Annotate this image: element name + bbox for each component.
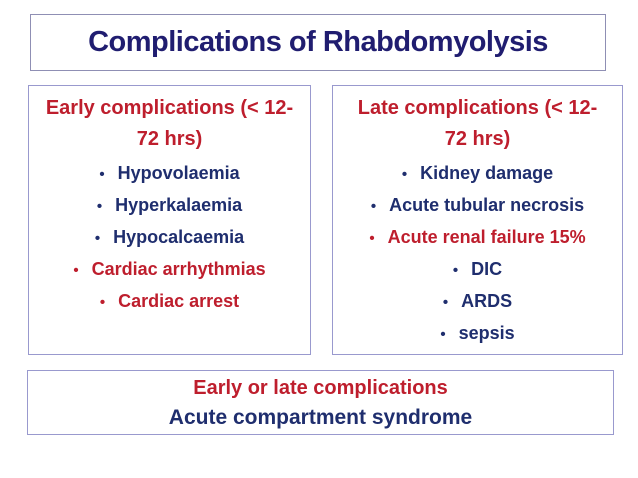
- list-item-label: Kidney damage: [420, 163, 554, 183]
- early-complications-list: • Hypovolaemia • Hyperkalaemia • Hypocal…: [29, 158, 310, 318]
- list-item: • sepsis: [333, 318, 622, 350]
- list-item: • DIC: [333, 254, 622, 286]
- early-complications-box: Early complications (< 12- 72 hrs) • Hyp…: [28, 85, 311, 355]
- list-item: • Hyperkalaemia: [29, 190, 310, 222]
- bottom-box-subheading: Acute compartment syndrome: [168, 405, 473, 429]
- bullet-icon: •: [369, 230, 375, 247]
- heading-line: Late complications (< 12-: [357, 97, 598, 119]
- slide-title: Complications of Rhabdomyolysis: [88, 26, 548, 58]
- list-item-label: Acute tubular necrosis: [389, 195, 585, 215]
- list-item-label: Acute renal failure 15%: [387, 227, 586, 247]
- list-item-label: Hypocalcaemia: [113, 227, 245, 247]
- bullet-icon: •: [99, 294, 106, 311]
- late-complications-box: Late complications (< 12- 72 hrs) • Kidn…: [332, 85, 623, 355]
- bullet-icon: •: [94, 230, 101, 247]
- list-item-label: Cardiac arrhythmias: [91, 259, 266, 279]
- early-or-late-complications-box: Early or late complications Acute compar…: [27, 370, 614, 435]
- heading-line: 72 hrs): [136, 128, 203, 150]
- bullet-icon: •: [96, 198, 103, 215]
- bullet-icon: •: [442, 294, 449, 311]
- list-item-label: Hyperkalaemia: [115, 195, 243, 215]
- late-complications-list: • Kidney damage • Acute tubular necrosis…: [333, 158, 622, 350]
- list-item: • Cardiac arrest: [29, 286, 310, 318]
- late-complications-heading: Late complications (< 12- 72 hrs): [333, 93, 622, 155]
- list-item: • Hypovolaemia: [29, 158, 310, 190]
- list-item: • Kidney damage: [333, 158, 622, 190]
- list-item: • Acute tubular necrosis: [333, 190, 622, 222]
- list-item-label: ARDS: [461, 291, 513, 311]
- title-box: Complications of Rhabdomyolysis: [30, 14, 606, 71]
- bullet-icon: •: [452, 262, 459, 279]
- list-item: • ARDS: [333, 286, 622, 318]
- list-item-label: DIC: [471, 259, 503, 279]
- heading-line: 72 hrs): [444, 128, 511, 150]
- bullet-icon: •: [73, 262, 79, 279]
- list-item: • Cardiac arrhythmias: [29, 254, 310, 286]
- list-item: • Acute renal failure 15%: [333, 222, 622, 254]
- list-item: • Hypocalcaemia: [29, 222, 310, 254]
- heading-line: Early complications (< 12-: [45, 97, 294, 119]
- bullet-icon: •: [440, 326, 446, 343]
- list-item-label: Hypovolaemia: [117, 163, 240, 183]
- bullet-icon: •: [401, 166, 408, 183]
- list-item-label: sepsis: [458, 323, 515, 343]
- bullet-icon: •: [99, 166, 105, 183]
- early-complications-heading: Early complications (< 12- 72 hrs): [29, 93, 310, 155]
- bottom-box-heading: Early or late complications: [193, 376, 448, 399]
- list-item-label: Cardiac arrest: [118, 291, 240, 311]
- bullet-icon: •: [370, 198, 377, 215]
